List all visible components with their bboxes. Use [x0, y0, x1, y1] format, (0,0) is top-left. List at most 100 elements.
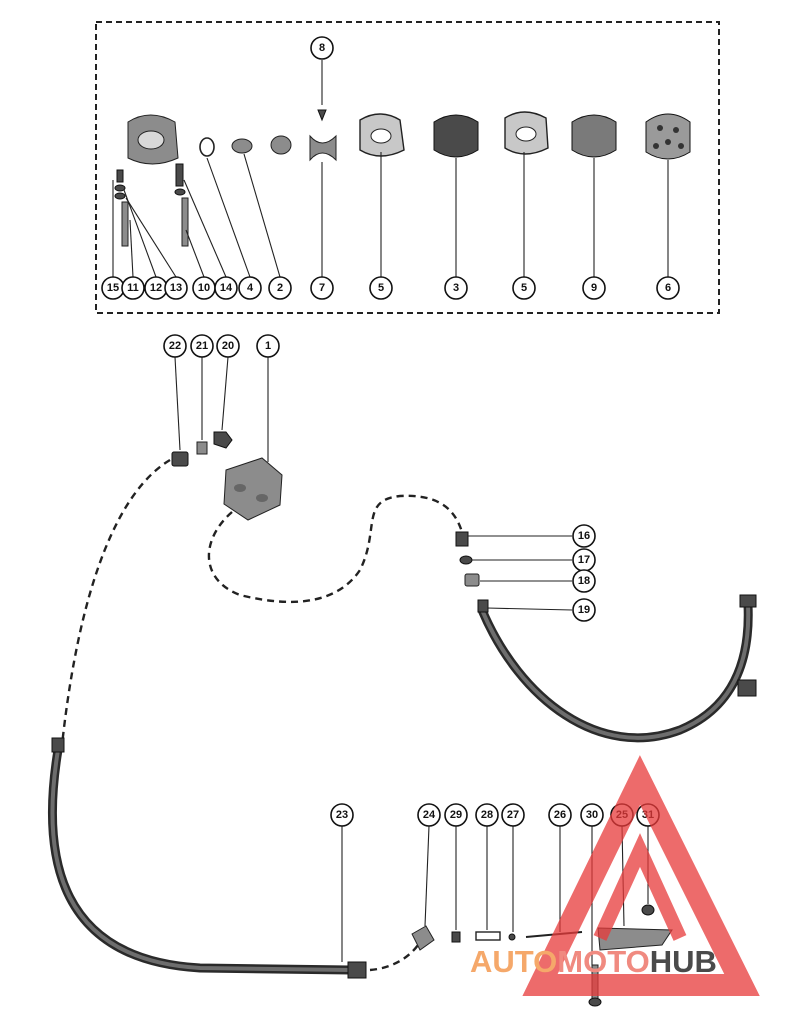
- callout-kit-8: 8: [310, 36, 334, 60]
- watermark-auto: AUTO: [470, 944, 557, 979]
- callout-kit-6-label: 6: [665, 282, 671, 294]
- callout-16: 16: [572, 524, 596, 548]
- diaphragm: [571, 114, 617, 158]
- callout-27: 27: [501, 803, 525, 827]
- spacer: [309, 134, 337, 162]
- pin: [317, 109, 327, 122]
- o-ring: [199, 137, 215, 157]
- hose-19: [477, 594, 757, 743]
- callout-22-label: 22: [169, 340, 181, 352]
- callout-kit-12: 12: [144, 276, 168, 300]
- svg-text:8: 8: [319, 42, 325, 54]
- callout-kit-14: 14: [214, 276, 238, 300]
- callout-20-label: 20: [222, 340, 234, 352]
- callout-29: 29: [444, 803, 468, 827]
- watermark-logo: [522, 755, 760, 996]
- callout-16-label: 16: [578, 530, 590, 542]
- callout-kit-11-label: 11: [127, 282, 139, 294]
- fittings-right: [455, 531, 480, 587]
- callout-22: 22: [163, 334, 187, 358]
- bolt: [121, 201, 129, 247]
- callout-kit-6: 6: [656, 276, 680, 300]
- screw: [175, 163, 184, 187]
- main-leaders-right: [468, 535, 573, 611]
- dashed-line-left: [60, 458, 171, 746]
- callout-kit-11: 11: [121, 276, 145, 300]
- nut-31: [641, 904, 655, 916]
- fittings-top: [171, 431, 283, 521]
- callout-27-label: 27: [507, 809, 519, 821]
- callout-18-label: 18: [578, 575, 590, 587]
- callout-19: 19: [572, 598, 596, 622]
- callout-kit-5-label: 5: [521, 282, 527, 294]
- watermark-triangle: [522, 755, 760, 996]
- callout-24-label: 24: [423, 809, 436, 821]
- callout-28-label: 28: [481, 809, 493, 821]
- callout-kit-12-label: 12: [150, 282, 162, 294]
- spring-28: [475, 931, 501, 941]
- kit-leaders: [112, 60, 669, 278]
- callout-21-label: 21: [196, 340, 208, 352]
- callout-23: 23: [330, 803, 354, 827]
- watermark-text: AUTOMOTOHUB: [470, 944, 717, 979]
- plate: [645, 113, 691, 160]
- callout-26-label: 26: [554, 809, 566, 821]
- callout-kit-5-label: 5: [378, 282, 384, 294]
- callout-1: 1: [256, 334, 280, 358]
- callout-19-label: 19: [578, 604, 590, 616]
- callout-kit-13: 13: [164, 276, 188, 300]
- dashed-line-loop: [207, 494, 464, 604]
- callout-kit-10: 10: [192, 276, 216, 300]
- bottom-parts: [411, 904, 673, 1007]
- callout-20: 20: [216, 334, 240, 358]
- ball-27: [508, 933, 516, 941]
- diaphragm: [433, 114, 479, 158]
- watermark-hub: HUB: [650, 944, 717, 979]
- callout-kit-3: 3: [444, 276, 468, 300]
- valve: [270, 135, 292, 155]
- callout-kit-2-label: 2: [277, 282, 283, 294]
- callout-29-label: 29: [450, 809, 462, 821]
- callout-kit-9: 9: [582, 276, 606, 300]
- callout-kit-3-label: 3: [453, 282, 459, 294]
- fitting-21: [196, 441, 208, 455]
- nut-18: [464, 573, 480, 587]
- washer: [114, 184, 126, 192]
- callout-kit-4: 4: [238, 276, 262, 300]
- callout-kit-7-label: 7: [319, 282, 325, 294]
- main-leaders-top: [174, 356, 269, 462]
- part-29: [451, 931, 461, 943]
- callout-kit-15: 15: [101, 276, 125, 300]
- washer: [174, 188, 186, 196]
- hose-23: [47, 737, 367, 979]
- callout-24: 24: [417, 803, 441, 827]
- callout-kit-9-label: 9: [591, 282, 597, 294]
- pump-body-1: [223, 457, 283, 521]
- washer: [114, 192, 126, 200]
- callout-17-label: 17: [578, 554, 590, 566]
- bolt: [181, 197, 189, 247]
- ring-17: [459, 555, 473, 565]
- callout-kit-15-label: 15: [107, 282, 119, 294]
- callout-kit-7: 7: [310, 276, 334, 300]
- valve: [231, 138, 253, 154]
- callout-23-label: 23: [336, 809, 348, 821]
- callout-30: 30: [580, 803, 604, 827]
- elbow-20: [213, 431, 233, 449]
- callout-kit-5: 5: [369, 276, 393, 300]
- callout-1-label: 1: [265, 340, 271, 352]
- callout-kit-5: 5: [512, 276, 536, 300]
- dashed-line-bottom: [369, 941, 422, 972]
- callout-18: 18: [572, 569, 596, 593]
- callout-21: 21: [190, 334, 214, 358]
- elbow-24: [411, 925, 435, 951]
- callout-kit-13-label: 13: [170, 282, 182, 294]
- kit-parts: [114, 109, 691, 247]
- callout-kit-10-label: 10: [198, 282, 210, 294]
- callout-17: 17: [572, 548, 596, 572]
- callout-28: 28: [475, 803, 499, 827]
- callout-kit-2: 2: [268, 276, 292, 300]
- callout-kit-4-label: 4: [247, 282, 254, 294]
- housing-25: [597, 927, 673, 951]
